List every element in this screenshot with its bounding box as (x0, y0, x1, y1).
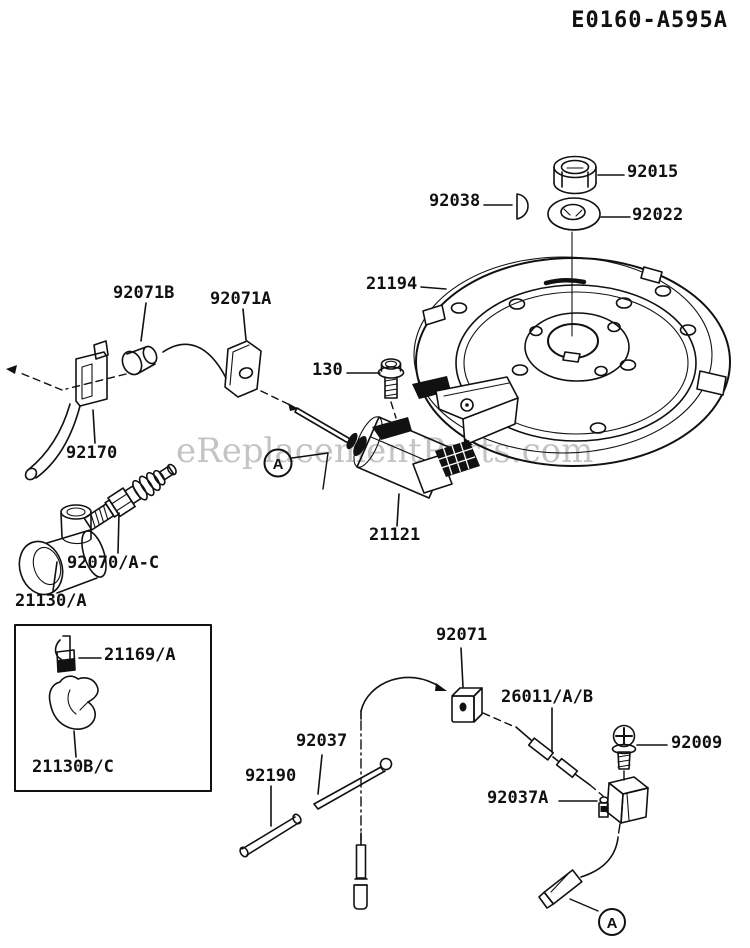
part-label-21121: 21121 (369, 525, 421, 545)
plug-cap-b-drawing (48, 675, 99, 730)
part-label-26011: 26011/A/B (501, 687, 594, 707)
clamp-rod-drawing (313, 757, 393, 810)
leader-lines (52, 174, 668, 827)
stop-wire-drawing (353, 676, 619, 912)
part-label-92009: 92009 (671, 733, 723, 753)
lead-wire-drawing (482, 712, 604, 797)
callout-a-upper-label: A (273, 456, 284, 473)
part-label-92190: 92190 (245, 766, 297, 786)
grommet-92071-drawing (451, 687, 483, 723)
part-label-92071: 92071 (436, 625, 488, 645)
clamp-92037a-drawing (598, 776, 649, 838)
woodruff-key-drawing (516, 193, 529, 220)
part-label-92038: 92038 (429, 191, 481, 211)
callout-a-lower: A (598, 908, 626, 936)
part-label-92037a: 92037A (487, 788, 549, 808)
nut-drawing (553, 155, 597, 195)
part-label-92071b: 92071B (113, 283, 175, 303)
spark-plug-drawing (83, 463, 177, 531)
option-box (14, 624, 212, 792)
part-label-92070: 92070/A-C (67, 553, 160, 573)
part-label-21130a: 21130/A (15, 591, 87, 611)
part-label-92071a: 92071A (210, 289, 272, 309)
callout-a-lower-label: A (607, 915, 618, 932)
tube-drawing (239, 813, 302, 858)
washer-drawing (547, 197, 601, 231)
part-label-21130bc: 21130B/C (32, 757, 114, 777)
part-label-130: 130 (312, 360, 343, 380)
part-label-21169: 21169/A (104, 645, 176, 665)
upper-wire-drawing (162, 343, 227, 379)
callout-a-upper: A (263, 448, 329, 490)
terminal-drawing (54, 635, 76, 673)
drawing-code: E0160-A595A (571, 8, 728, 33)
ignition-coil-drawing (294, 407, 480, 499)
part-label-92170: 92170 (66, 443, 118, 463)
screw-drawing (611, 724, 637, 781)
part-label-92037: 92037 (296, 731, 348, 751)
part-label-21194: 21194 (366, 274, 418, 294)
flywheel-drawing (412, 231, 731, 467)
plug-cap-drawing (18, 504, 107, 596)
part-label-92022: 92022 (632, 205, 684, 225)
part-label-92015: 92015 (627, 162, 679, 182)
watermark-text: eReplacementParts.com (176, 431, 594, 471)
clamp-92170-drawing (24, 340, 109, 481)
